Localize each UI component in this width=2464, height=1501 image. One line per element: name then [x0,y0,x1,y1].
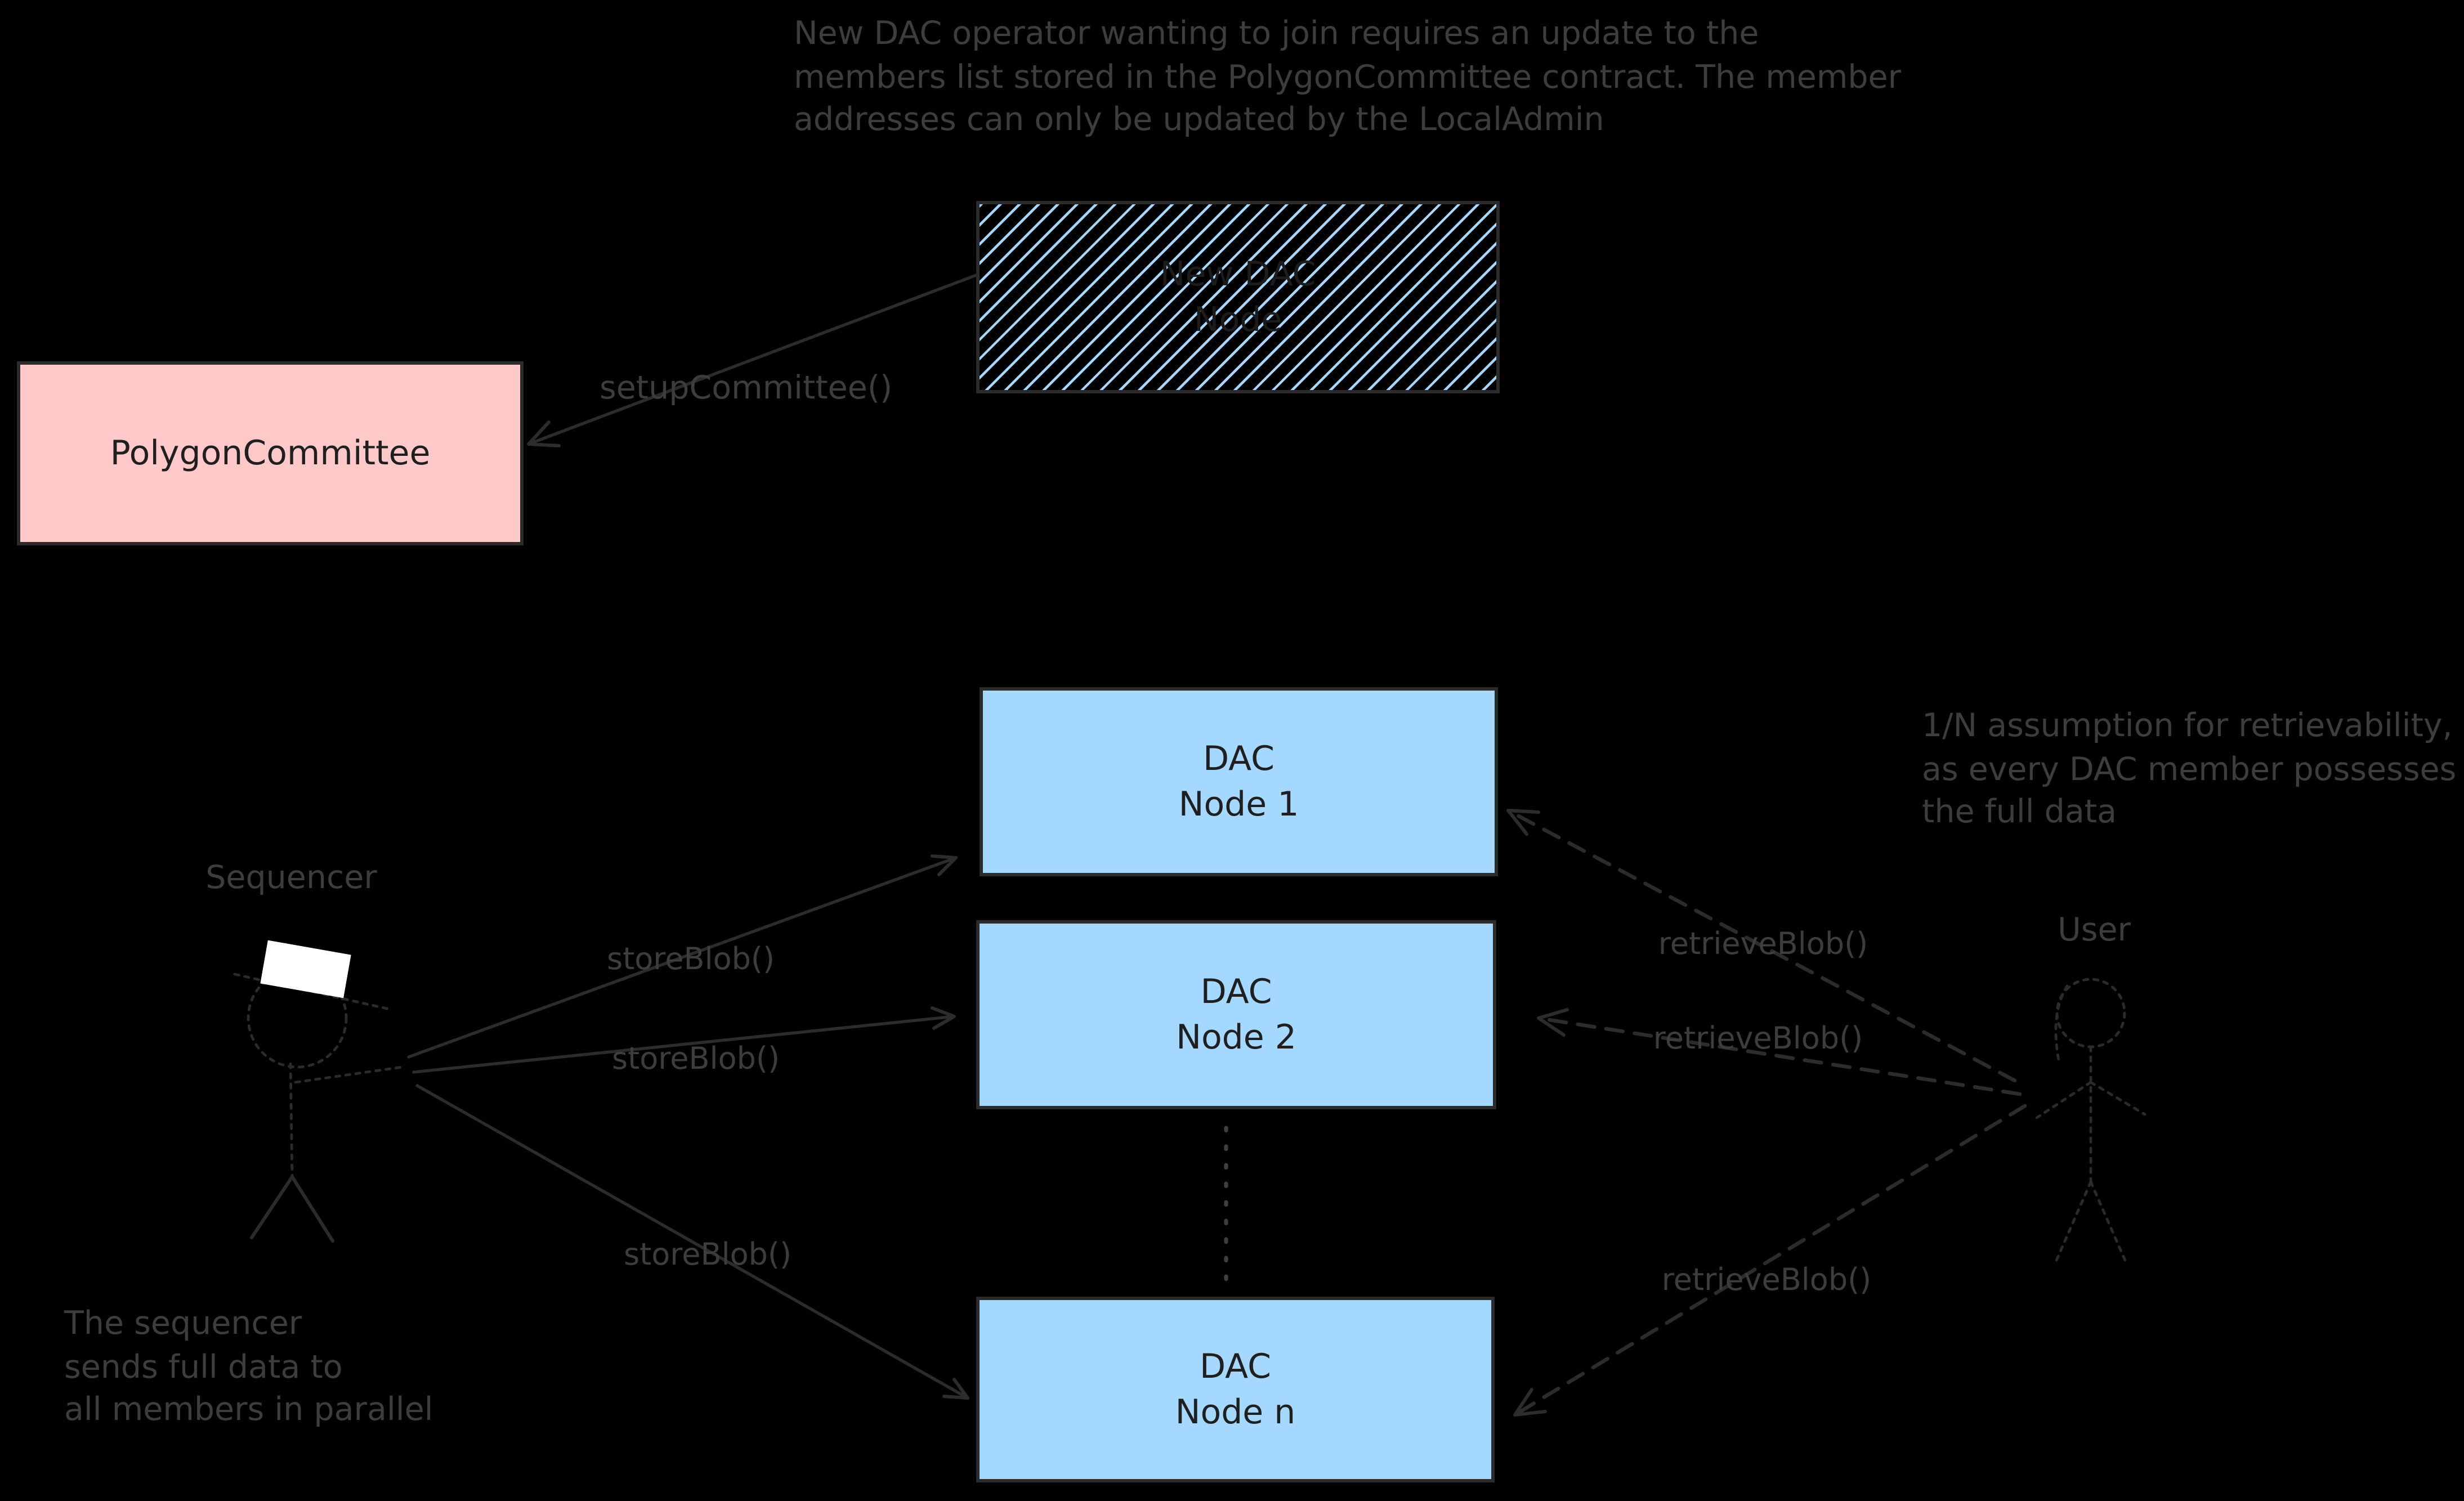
retrieve-blob-label-2: retrieveBlob() [1653,1021,1863,1057]
store-blob-arrow-3 [415,1084,969,1400]
note-line: all members in parallel [64,1391,433,1428]
dac-node-1-label-line1: DAC [1202,738,1275,778]
retrieve-blob-arrow-1 [1506,808,2017,1083]
note-new-operator: New DAC operator wanting to join require… [794,14,1901,143]
user-label: User [2058,912,2131,949]
dac-node-n-label-line1: DAC [1199,1346,1272,1386]
note-line: addresses can only be updated by the Loc… [794,101,1604,138]
setup-committee-arrow [527,274,978,447]
store-blob-label-3: storeBlob() [623,1238,792,1273]
dac-node-n-box: DAC Node n [976,1297,1495,1482]
note-line: the full data [1922,794,2117,831]
retrieve-blob-label-3: retrieveBlob() [1661,1263,1872,1298]
note-sequencer-parallel: The sequencer sends full data to all mem… [64,1303,433,1433]
dac-node-1-box: DAC Node 1 [980,687,1498,876]
retrieve-blob-arrow-3 [1513,1104,2027,1417]
sequencer-figure-icon [233,940,404,1243]
note-line: members list stored in the PolygonCommit… [794,58,1902,96]
polygon-committee-label: PolygonCommittee [110,432,431,473]
note-line: The sequencer [64,1305,302,1342]
store-blob-label-2: storeBlob() [611,1042,780,1077]
note-line: sends full data to [64,1348,343,1386]
sequencer-label: Sequencer [205,859,377,897]
retrieve-blob-arrow-2 [1536,1008,2022,1096]
store-blob-arrow-1 [407,854,958,1059]
note-line: as every DAC member possesses [1922,750,2457,788]
user-figure-icon [2035,978,2147,1265]
note-retrievability: 1/N assumption for retrievability, as ev… [1922,706,2456,835]
dac-node-2-label-line1: DAC [1200,971,1272,1011]
polygon-committee-box: PolygonCommittee [17,361,524,545]
new-dac-node-box: New DAC Node [976,201,1500,393]
note-line: New DAC operator wanting to join require… [794,15,1759,52]
dac-node-n-label-line2: Node n [1175,1391,1296,1432]
new-dac-node-label-line2: Node [1193,299,1282,339]
setup-committee-label: setupCommittee() [600,370,893,407]
dac-node-2-label-line2: Node 2 [1176,1016,1296,1057]
retrieve-blob-label-1: retrieveBlob() [1658,927,1868,962]
dac-node-1-label-line2: Node 1 [1178,783,1299,824]
dac-node-2-box: DAC Node 2 [976,920,1496,1109]
note-line: 1/N assumption for retrievability, [1922,707,2453,745]
new-dac-node-label-line1: New DAC [1160,253,1316,294]
store-blob-arrow-2 [412,1006,956,1074]
store-blob-label-1: storeBlob() [606,942,775,978]
